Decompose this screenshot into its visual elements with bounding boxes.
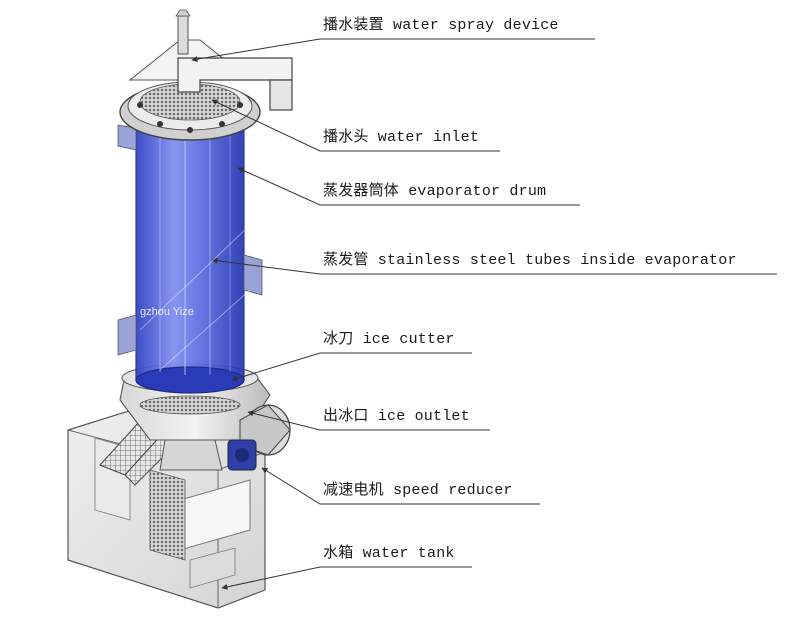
- label-speed-reducer: 减速电机 speed reducer: [323, 482, 513, 499]
- watermark-text: gzhou Yize: [140, 306, 194, 318]
- label-ice-outlet: 出冰口 ice outlet: [323, 408, 470, 425]
- speed-reducer-motor: [227, 404, 291, 471]
- label-water-tank: 水箱 water tank: [323, 545, 455, 562]
- water-spray-assembly: [119, 9, 293, 141]
- label-ice-cutter: 冰刀 ice cutter: [323, 331, 455, 348]
- leader-ice-cutter: [231, 352, 472, 382]
- label-water-spray-device: 播水装置 water spray device: [323, 17, 559, 34]
- leader-water-tank: [221, 566, 472, 590]
- vent-panel: [149, 469, 186, 561]
- leader-water-spray-device: [191, 38, 595, 63]
- leader-speed-reducer: [261, 467, 540, 505]
- leader-stainless-tubes: [211, 257, 777, 275]
- watermark-strokes: [139, 224, 251, 371]
- leader-ice-outlet: [247, 410, 490, 431]
- label-evaporator-drum: 蒸发器筒体 evaporator drum: [323, 183, 547, 200]
- leader-water-inlet: [211, 99, 500, 152]
- evaporator-drum-body: [117, 124, 263, 394]
- label-water-inlet: 播水头 water inlet: [323, 129, 480, 146]
- leader-evaporator-drum: [237, 167, 580, 206]
- label-stainless-steel-tubes: 蒸发管 stainless steel tubes inside evapora…: [323, 252, 737, 269]
- leader-lines: [191, 38, 777, 590]
